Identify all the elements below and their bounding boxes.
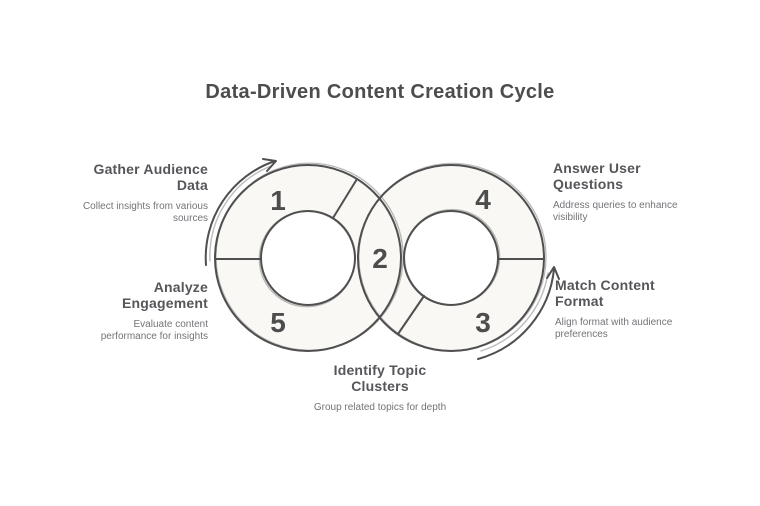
step-heading: Answer User Questions [553,160,641,192]
step-number-3: 3 [475,307,491,338]
step-label-gather-audience-data: Gather Audience Data Collect insights fr… [78,161,208,224]
step-description: Evaluate content performance for insight… [100,319,208,342]
arrow-top-left-icon [204,158,277,266]
step-number-5: 5 [270,307,286,338]
step-number-1: 1 [270,185,286,216]
step-heading: Analyze Engagement [121,279,208,311]
step-number-4: 4 [475,184,491,215]
step-numbers: 1 2 3 4 5 [270,184,491,338]
step-label-answer-user-questions: Answer User Questions Address queries to… [553,160,678,223]
left-ring-hole [261,211,355,305]
step-description: Collect insights from various sources [82,201,208,224]
arrow-bottom-right-icon [477,266,560,360]
right-ring-hole [404,211,498,305]
ring-outlines [214,162,547,352]
step-heading: Identify Topic Clusters [333,362,427,394]
step-description: Group related topics for depth [313,402,447,413]
step-label-match-content-format: Match Content Format Align format with a… [555,277,680,340]
step-label-analyze-engagement: Analyze Engagement Evaluate content perf… [78,279,208,342]
step-number-2: 2 [372,243,388,274]
step-description: Address queries to enhance visibility [553,200,678,223]
ring-fills [215,165,544,351]
step-heading: Match Content Format [555,277,655,309]
divider-left-diagonal [332,178,358,219]
divider-right-diagonal [397,295,425,335]
step-heading: Gather Audience Data [93,161,208,193]
step-label-identify-topic-clusters: Identify Topic Clusters Group related to… [310,362,450,414]
page-title: Data-Driven Content Creation Cycle [205,81,555,103]
step-description: Align format with audience preferences [555,317,673,340]
